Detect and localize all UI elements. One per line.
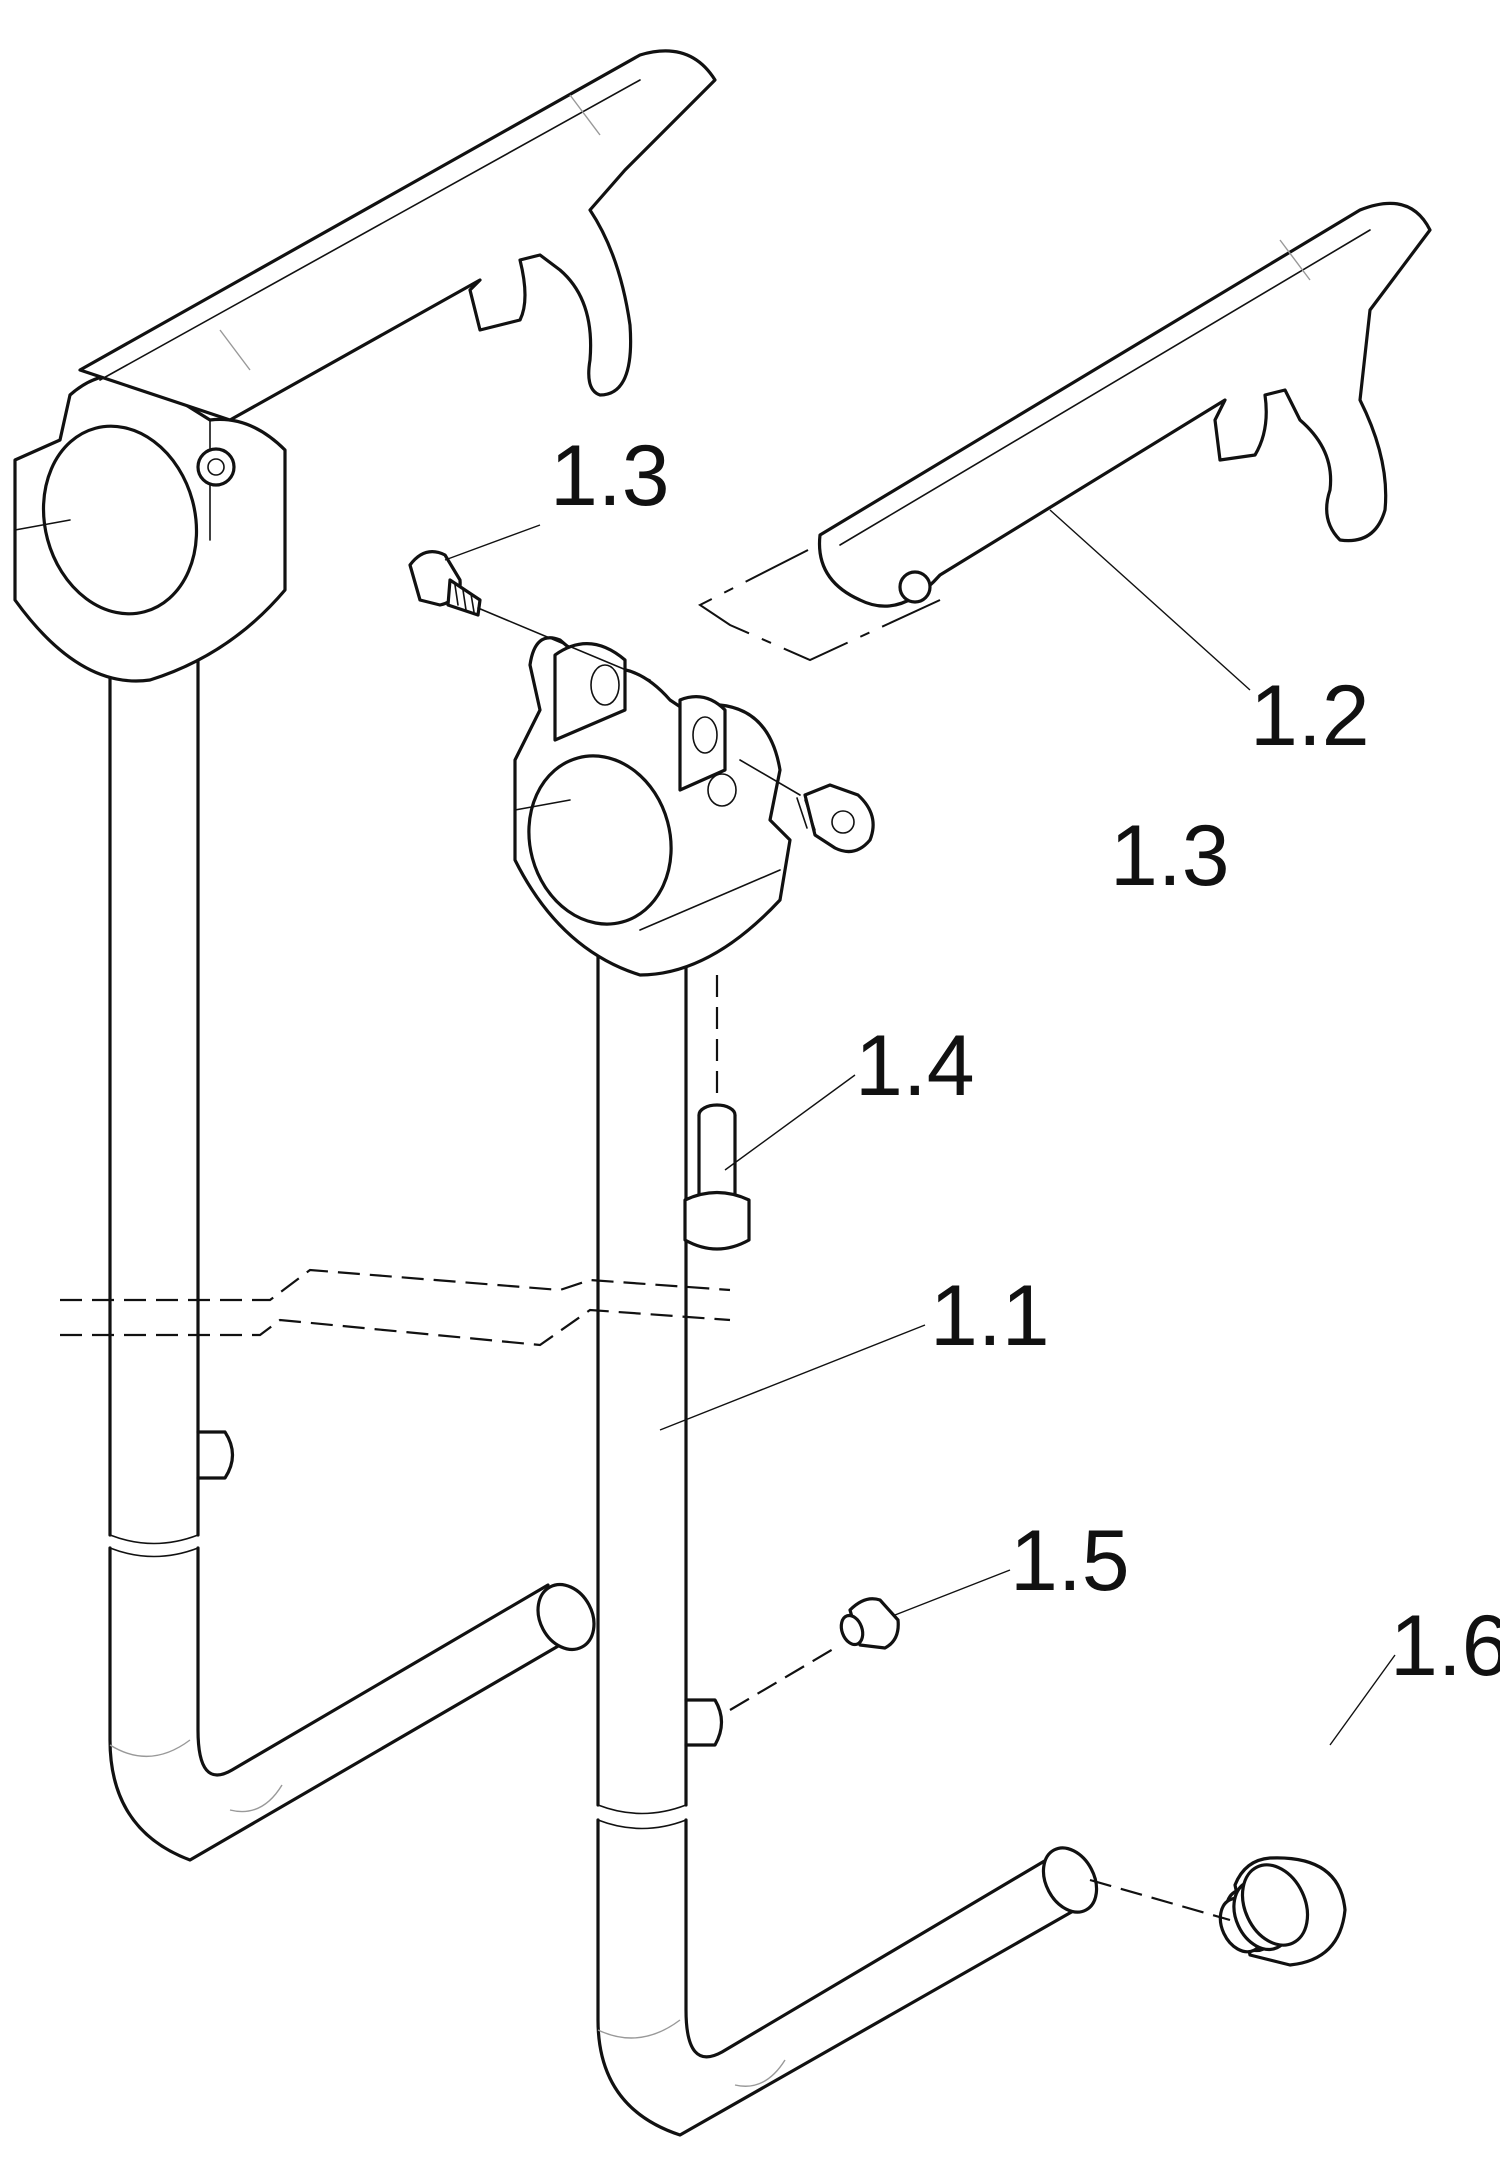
break-line: [60, 1268, 731, 1347]
leader-lines: [444, 509, 1396, 1746]
plug-1-5: [729, 1597, 900, 1711]
right-assembly: [513, 201, 1432, 2137]
left-clamp: [13, 373, 287, 683]
right-clamp: [513, 636, 792, 977]
screw-1-3-left: [408, 550, 651, 681]
callout-1-2: 1.2: [1250, 668, 1370, 764]
cap-1-6: [1089, 1856, 1347, 1967]
callout-1-5: 1.5: [1010, 1513, 1130, 1609]
right-tube: [596, 948, 1099, 2137]
left-arm: [78, 49, 717, 422]
callout-1-4: 1.4: [855, 1018, 975, 1114]
callout-1-3-top: 1.3: [550, 428, 670, 524]
callout-1-6: 1.6: [1390, 1598, 1500, 1694]
screw-1-3-right: [739, 759, 875, 854]
left-tube: [108, 648, 596, 1862]
left-assembly: [13, 49, 717, 1862]
callout-labels: 1.3 1.2 1.3 1.4 1.1 1.5 1.6: [550, 428, 1500, 1694]
assembly-path-arm: [698, 549, 941, 662]
bolt-1-4: [683, 975, 751, 1251]
callout-1-3-right: 1.3: [1110, 808, 1230, 904]
callout-1-1: 1.1: [930, 1268, 1050, 1364]
right-arm: [817, 201, 1432, 608]
